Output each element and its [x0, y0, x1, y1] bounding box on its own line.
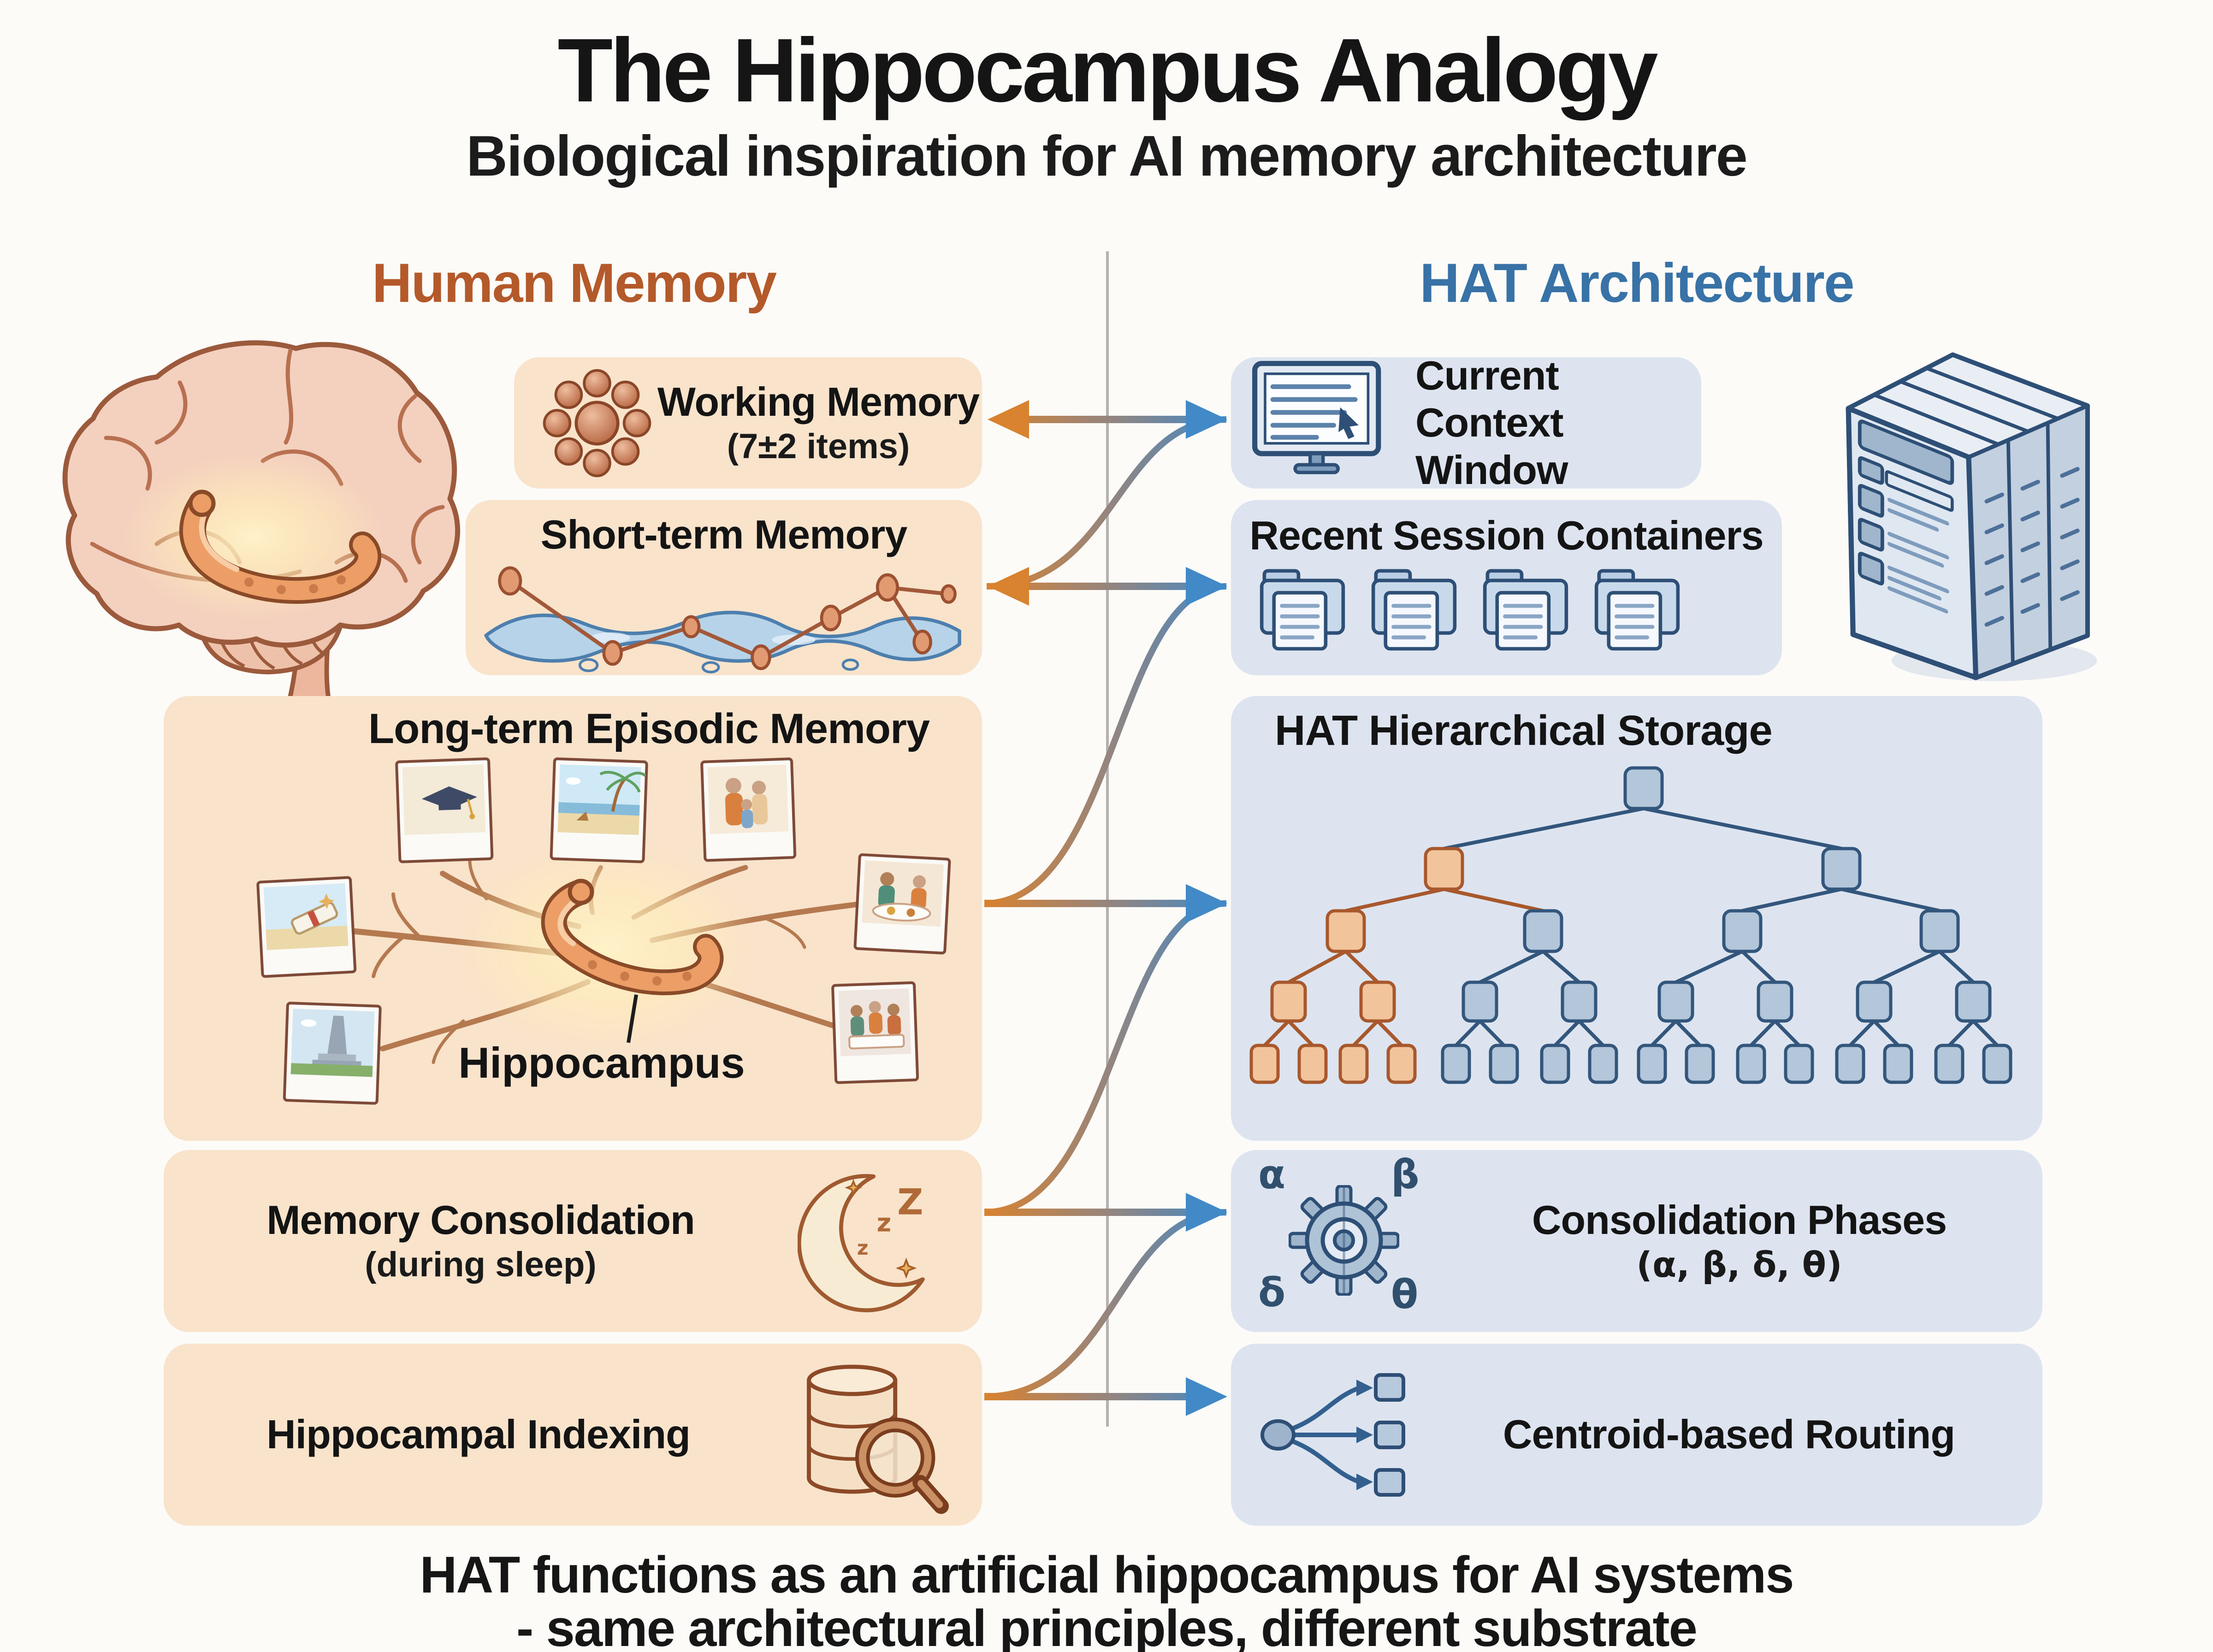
- human-memory-header: Human Memory: [372, 252, 777, 314]
- hat-hierarchical-storage-box: HAT Hierarchical Storage: [1231, 696, 2042, 1141]
- phase-gear-cluster: α β δ θ: [1252, 1152, 1436, 1324]
- hippocampus-label: Hippocampus: [458, 1038, 745, 1087]
- consolidation-phases-subtitle: (α, β, δ, θ): [1636, 1244, 1842, 1285]
- svg-text:z: z: [857, 1237, 869, 1260]
- long-term-episodic-memory-box: Long-term Episodic Memory Hippocampus: [164, 696, 982, 1141]
- page-title: The Hippocampus Analogy: [557, 20, 1658, 121]
- session-folder-row: [1256, 566, 1782, 653]
- memory-tree-graphic: [256, 757, 951, 1105]
- working-memory-box: Working Memory (7±2 items): [514, 357, 982, 489]
- beta-label: β: [1391, 1151, 1420, 1198]
- memory-consolidation-title: Memory Consolidation: [266, 1197, 695, 1243]
- long-term-memory-title: Long-term Episodic Memory: [368, 705, 930, 752]
- hippocampal-indexing-title: Hippocampal Indexing: [266, 1411, 691, 1457]
- working-memory-title: Working Memory: [657, 378, 980, 425]
- current-context-window-box: Current Context Window: [1231, 353, 1701, 493]
- row-connection-lines: [984, 416, 1192, 1400]
- hierarchy-tree-graphic: [1249, 766, 2012, 1084]
- server-stack-illustration: [1821, 332, 2116, 691]
- server-stack-icon: [1846, 352, 2097, 681]
- photo-family: [700, 757, 797, 862]
- memory-stream-graphic: [484, 566, 961, 674]
- svg-text:z: z: [877, 1208, 892, 1237]
- photo-graduation: [395, 757, 494, 863]
- recent-session-containers-title: Recent Session Containers: [1249, 513, 1763, 558]
- consolidation-phases-box: α β δ θ: [1231, 1150, 2042, 1332]
- photo-gathering: [831, 981, 919, 1084]
- consolidation-phases-title: Consolidation Phases: [1532, 1197, 1947, 1243]
- delta-label: δ: [1258, 1269, 1286, 1316]
- recent-session-containers-box: Recent Session Containers: [1231, 500, 1782, 675]
- session-folder-icon: [1483, 569, 1568, 651]
- session-folder-icon: [1594, 569, 1680, 651]
- photo-monument: [283, 1002, 382, 1105]
- footer-line-1: HAT functions as an artificial hippocamp…: [420, 1546, 1794, 1604]
- brain-illustration: [41, 323, 470, 710]
- photo-beach: [550, 757, 648, 863]
- working-memory-capacity: (7±2 items): [727, 426, 910, 466]
- hat-hierarchical-storage-title: HAT Hierarchical Storage: [1275, 707, 1773, 754]
- centroid-routing-icon: [1260, 1373, 1405, 1497]
- database-search-icon: [807, 1364, 949, 1514]
- memory-consolidation-subtitle: (during sleep): [365, 1245, 597, 1284]
- current-context-window-title: Current Context Window: [1415, 353, 1568, 493]
- monitor-icon: [1252, 360, 1381, 474]
- memory-consolidation-box: Memory Consolidation (during sleep) Z z …: [164, 1150, 982, 1332]
- photo-dinner: [853, 853, 951, 955]
- sleep-moon-icon: Z z z: [798, 1174, 925, 1312]
- neuron-cluster-icon: [543, 369, 651, 477]
- footer-line-2: - same architectural principles, differe…: [516, 1599, 1698, 1652]
- short-term-memory-box: Short-term Memory: [466, 500, 982, 675]
- centroid-routing-title: Centroid-based Routing: [1503, 1411, 1955, 1457]
- session-folder-icon: [1371, 569, 1457, 651]
- photo-beach-scroll: [256, 876, 357, 978]
- page-subtitle: Biological inspiration for AI memory arc…: [466, 124, 1748, 188]
- session-folder-icon: [1260, 569, 1345, 651]
- theta-label: θ: [1391, 1271, 1419, 1318]
- hippocampal-indexing-box: Hippocampal Indexing: [164, 1344, 982, 1526]
- left-arrowheads: [988, 400, 1029, 606]
- right-arrowheads: [1186, 400, 1227, 1416]
- short-term-memory-title: Short-term Memory: [540, 512, 908, 557]
- brain-icon: [62, 340, 461, 708]
- hat-architecture-header: HAT Architecture: [1420, 252, 1854, 314]
- centroid-routing-box: Centroid-based Routing: [1231, 1344, 2042, 1526]
- alpha-label: α: [1258, 1151, 1286, 1198]
- gear-icon: [1289, 1185, 1399, 1296]
- cross-connection-curves: [984, 416, 1227, 1400]
- svg-text:Z: Z: [897, 1181, 923, 1223]
